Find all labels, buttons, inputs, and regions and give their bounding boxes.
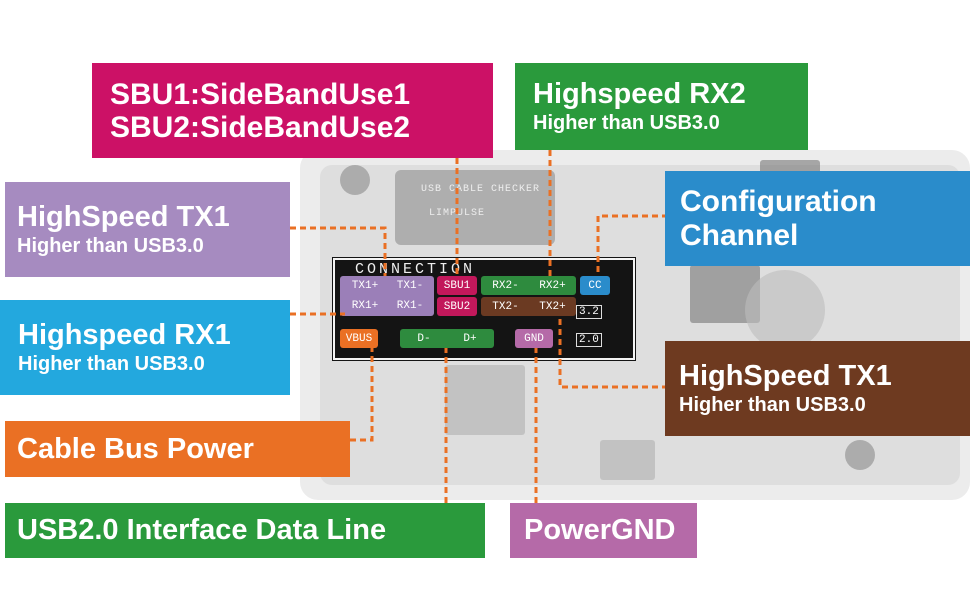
leader-tx1 xyxy=(290,226,387,276)
leader-tx2 xyxy=(558,316,668,389)
label-gnd-main: PowerGND xyxy=(524,514,676,546)
screw-top-left xyxy=(340,165,370,195)
pin-tx2-plus: TX2+ xyxy=(539,300,566,313)
pin-rx2-minus: RX2- xyxy=(492,279,519,292)
version-2-0: 2.0 xyxy=(576,333,602,347)
pin-group-rx2 xyxy=(481,276,576,295)
pin-sbu1: SBU1 xyxy=(437,276,477,295)
label-sbu-line2: SBU2:SideBandUse2 xyxy=(110,110,411,144)
pin-rx2-plus: RX2+ xyxy=(539,279,566,292)
pin-vbus: VBUS xyxy=(340,329,378,348)
label-rx2: Highspeed RX2 Higher than USB3.0 xyxy=(515,63,808,150)
label-usb2-main: USB2.0 Interface Data Line xyxy=(17,514,387,546)
label-cc-line1: Configuration xyxy=(680,184,877,218)
label-tx2-sub: Higher than USB3.0 xyxy=(679,394,866,416)
coin-battery xyxy=(745,270,825,350)
pin-tx1-minus: TX1- xyxy=(396,280,424,292)
label-rx2-main: Highspeed RX2 xyxy=(533,78,746,110)
leader-vbus xyxy=(350,348,374,442)
pin-group-data xyxy=(400,329,494,348)
label-tx1: HighSpeed TX1 Higher than USB3.0 xyxy=(5,182,290,277)
version-3-2: 3.2 xyxy=(576,305,602,319)
label-vbus-main: Cable Bus Power xyxy=(17,432,254,465)
usb-c-port xyxy=(600,440,655,480)
pin-group-tx2 xyxy=(481,297,576,316)
label-rx2-sub: Higher than USB3.0 xyxy=(533,112,720,134)
label-tx2-main: HighSpeed TX1 xyxy=(679,360,892,392)
leader-cc xyxy=(596,214,668,276)
pin-tx2-minus: TX2- xyxy=(492,300,519,313)
pin-d-minus: D- xyxy=(417,332,431,345)
label-sbu-line1: SBU1:SideBandUse1 xyxy=(110,77,411,111)
pin-tx1-plus: TX1+ xyxy=(351,280,379,292)
label-rx1-sub: Higher than USB3.0 xyxy=(18,353,205,375)
pin-cc: CC xyxy=(580,276,610,295)
label-tx2: HighSpeed TX1 Higher than USB3.0 xyxy=(665,341,970,436)
label-rx1: Highspeed RX1 Higher than USB3.0 xyxy=(0,300,290,395)
label-tx1-sub: Higher than USB3.0 xyxy=(17,235,204,257)
label-tx1-main: HighSpeed TX1 xyxy=(17,201,230,233)
label-sbu: SBU1:SideBandUse1 SBU2:SideBandUse2 xyxy=(92,63,493,158)
label-usb2: USB2.0 Interface Data Line xyxy=(5,503,485,558)
label-rx1-main: Highspeed RX1 xyxy=(18,319,231,351)
label-cc-line2: Channel xyxy=(680,218,799,252)
usb-a-port xyxy=(445,365,525,435)
label-cc: Configuration Channel xyxy=(665,171,970,266)
pin-group-tx1-rx1 xyxy=(340,276,434,316)
pin-rx1-minus: RX1- xyxy=(396,300,424,312)
pin-d-plus: D+ xyxy=(463,332,477,345)
oled-line-1: USB CABLE CHECKER xyxy=(421,184,541,195)
pin-gnd: GND xyxy=(515,329,553,348)
label-gnd: PowerGND xyxy=(510,503,697,558)
pin-rx1-plus: RX1+ xyxy=(351,300,379,312)
label-vbus: Cable Bus Power xyxy=(5,421,350,477)
pin-sbu2: SBU2 xyxy=(437,297,477,316)
screw-bottom-right xyxy=(845,440,875,470)
